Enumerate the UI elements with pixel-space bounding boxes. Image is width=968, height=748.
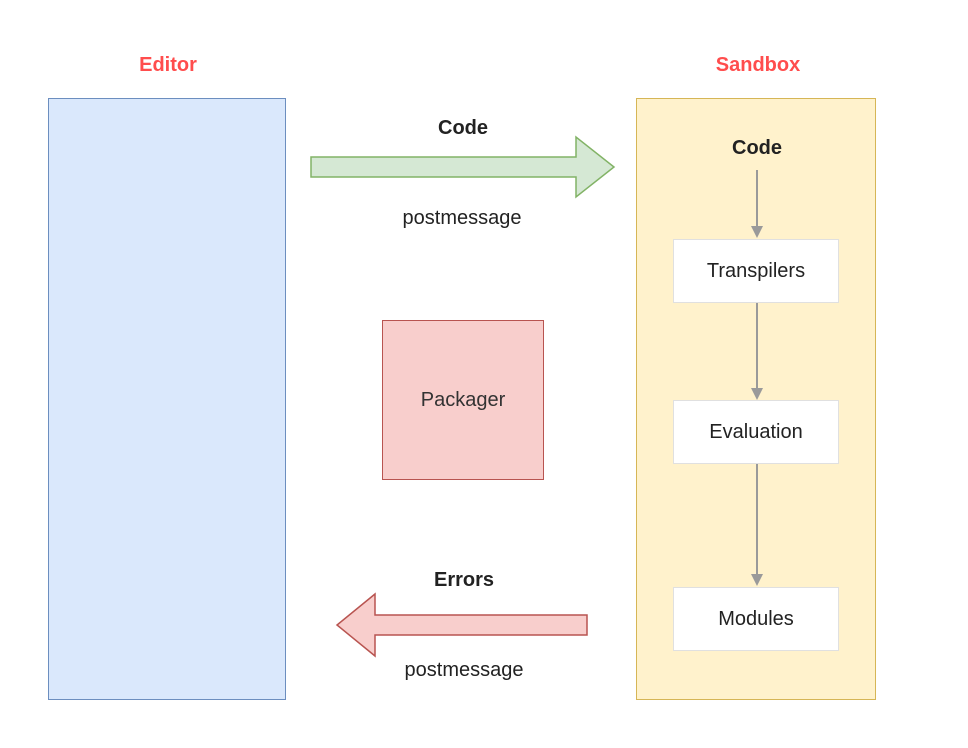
sandbox-code-label: Code <box>732 137 782 159</box>
packager-label: Packager <box>420 388 506 411</box>
connector-transpilers-evaluation-head <box>751 388 763 400</box>
step-transpilers: Transpilers <box>673 239 839 303</box>
step-evaluation: Evaluation <box>673 400 839 464</box>
back-arrow-top-label: Errors <box>433 569 495 591</box>
forward-arrow <box>310 135 616 199</box>
packager-box: Packager <box>382 320 544 480</box>
connector-evaluation-modules-head <box>751 574 763 586</box>
sandbox-title: Sandbox <box>715 54 801 76</box>
forward-arrow-top-label: Code <box>438 117 488 139</box>
back-arrow <box>335 592 588 658</box>
editor-title: Editor <box>139 54 197 76</box>
step-transpilers-label: Transpilers <box>706 259 806 282</box>
connector-code-transpilers-head <box>751 226 763 238</box>
editor-container <box>48 98 286 700</box>
step-evaluation-label: Evaluation <box>709 420 803 443</box>
step-modules-label: Modules <box>718 607 794 630</box>
forward-arrow-bottom-label: postmessage <box>402 207 522 229</box>
back-arrow-bottom-label: postmessage <box>404 659 524 681</box>
step-modules: Modules <box>673 587 839 651</box>
